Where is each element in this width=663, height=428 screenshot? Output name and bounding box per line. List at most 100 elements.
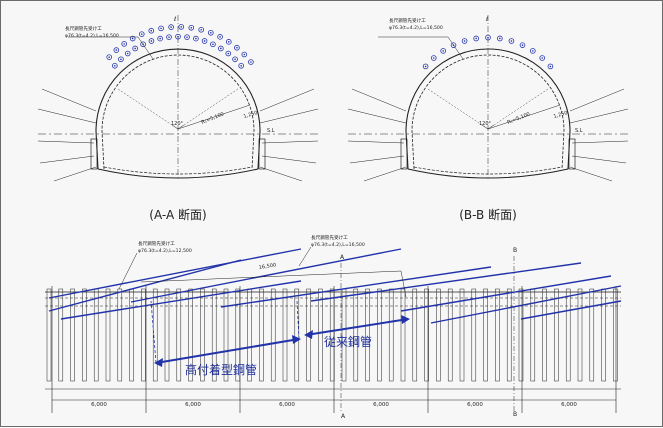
length-dim-line [140,270,402,283]
pipe-marker [168,24,174,30]
rock-bolt [347,108,407,124]
pipe-marker-dot [186,36,188,38]
pipe-marker [225,39,232,45]
pipe-marker [106,54,113,60]
pipe-marker [124,50,131,57]
pipe-marker-dot [227,41,230,43]
forepoling-pipe [520,300,622,320]
steel-support [353,288,359,382]
pipe-marker [440,48,446,54]
pipe-marker [519,42,526,48]
pipe-marker [218,45,224,52]
pipe-marker-dot [203,40,206,42]
steel-support [365,288,370,382]
bb-caption: (B-B 断面) [459,207,517,222]
bb-note-spec: φ76.3(t=4.2),L=16,500 [389,25,443,31]
steel-support [46,288,52,382]
pipe-marker [508,38,515,44]
pipe-marker-dot [150,40,153,42]
steel-support [176,288,182,382]
aa-sl-label: S.L [267,128,275,134]
steel-support [117,288,123,382]
pipe-marker-dot [195,37,197,40]
pipe-marker [232,56,238,63]
label-conventional-pipe: 従来鋼管 [324,334,372,349]
lining-inner [411,54,565,170]
pipe-marker [248,59,254,65]
angle-line [177,88,239,130]
pipe-marker [238,62,244,69]
profile-note2-title: 長尺鋼管先受け工 [311,234,348,241]
steel-support [412,288,418,382]
side-wall-right [258,138,266,170]
side-wall-right [568,138,576,170]
rock-bolt [571,140,629,144]
pipe-marker-dot [541,57,543,59]
steel-support [105,288,111,382]
aa-centerline-mark: ℓ [173,16,176,23]
section-a-mark-bottom: A [341,413,346,420]
pipe-marker [461,38,468,44]
pipe-marker [497,35,503,42]
pipe-marker-dot [200,28,202,31]
pipe-marker [132,45,138,52]
pipe-marker-dot [170,26,172,28]
steel-support [129,288,134,382]
steel-support [424,288,429,382]
pipe-marker-dot [115,49,118,51]
angle-arc [481,124,495,130]
pipe-marker [225,50,232,57]
side-wall-left [400,138,408,170]
arrow-head [304,330,313,339]
section-aa [37,15,319,182]
steel-support [318,288,323,382]
pipe-marker-dot [131,37,134,40]
pipe-marker [184,34,190,40]
forepoling-pipe [60,280,302,320]
aa-dim-label: 1,250 [243,110,258,120]
pipe-marker-dot [227,52,230,55]
span-label: 6,000 [279,402,295,408]
aa-note-title: 長尺鋼管先受け工 [65,25,102,32]
rock-bolt [37,108,97,124]
rock-bolt [347,140,405,144]
pipe-marker [138,31,145,37]
pipe-marker [118,56,124,63]
pipe-marker-dot [463,40,466,42]
pipe-marker-dot [134,47,136,50]
forepoling-pipe [130,248,402,303]
conventional-arrow [305,318,409,336]
invert-inner [413,166,563,175]
note-leader [137,36,154,60]
pipe-marker-dot [114,64,116,67]
bb-centerline-mark: ℓ [485,16,488,23]
forepoling-pipe [220,266,492,308]
pipe-marker [473,35,479,42]
pipe-marker-dot [510,40,513,42]
pipe-marker-dot [424,65,427,68]
pipe-marker-dot [220,47,222,50]
pipe-marker-dot [123,43,125,45]
steel-support [388,288,394,382]
pipe-marker-dot [521,44,524,46]
steel-support [58,288,64,382]
steel-support [554,288,559,382]
pipe-marker [234,44,240,51]
steel-support [542,288,547,382]
rock-bolt [259,88,315,112]
pipe-marker [530,48,536,54]
span-label: 6,000 [561,402,577,408]
pipe-marker-dot [126,52,129,55]
pipe-marker [158,25,164,32]
pipe-marker [175,33,181,40]
pipe-marker-dot [140,33,143,35]
forepoling-pipe [400,275,612,312]
rock-bolt [349,155,405,164]
pipe-marker-dot [433,57,435,59]
arrow-head [154,358,163,367]
pipe-marker-dot [475,37,477,40]
pipe-marker [148,27,155,34]
pipe-marker [112,62,118,69]
pipe-marker [210,41,216,48]
